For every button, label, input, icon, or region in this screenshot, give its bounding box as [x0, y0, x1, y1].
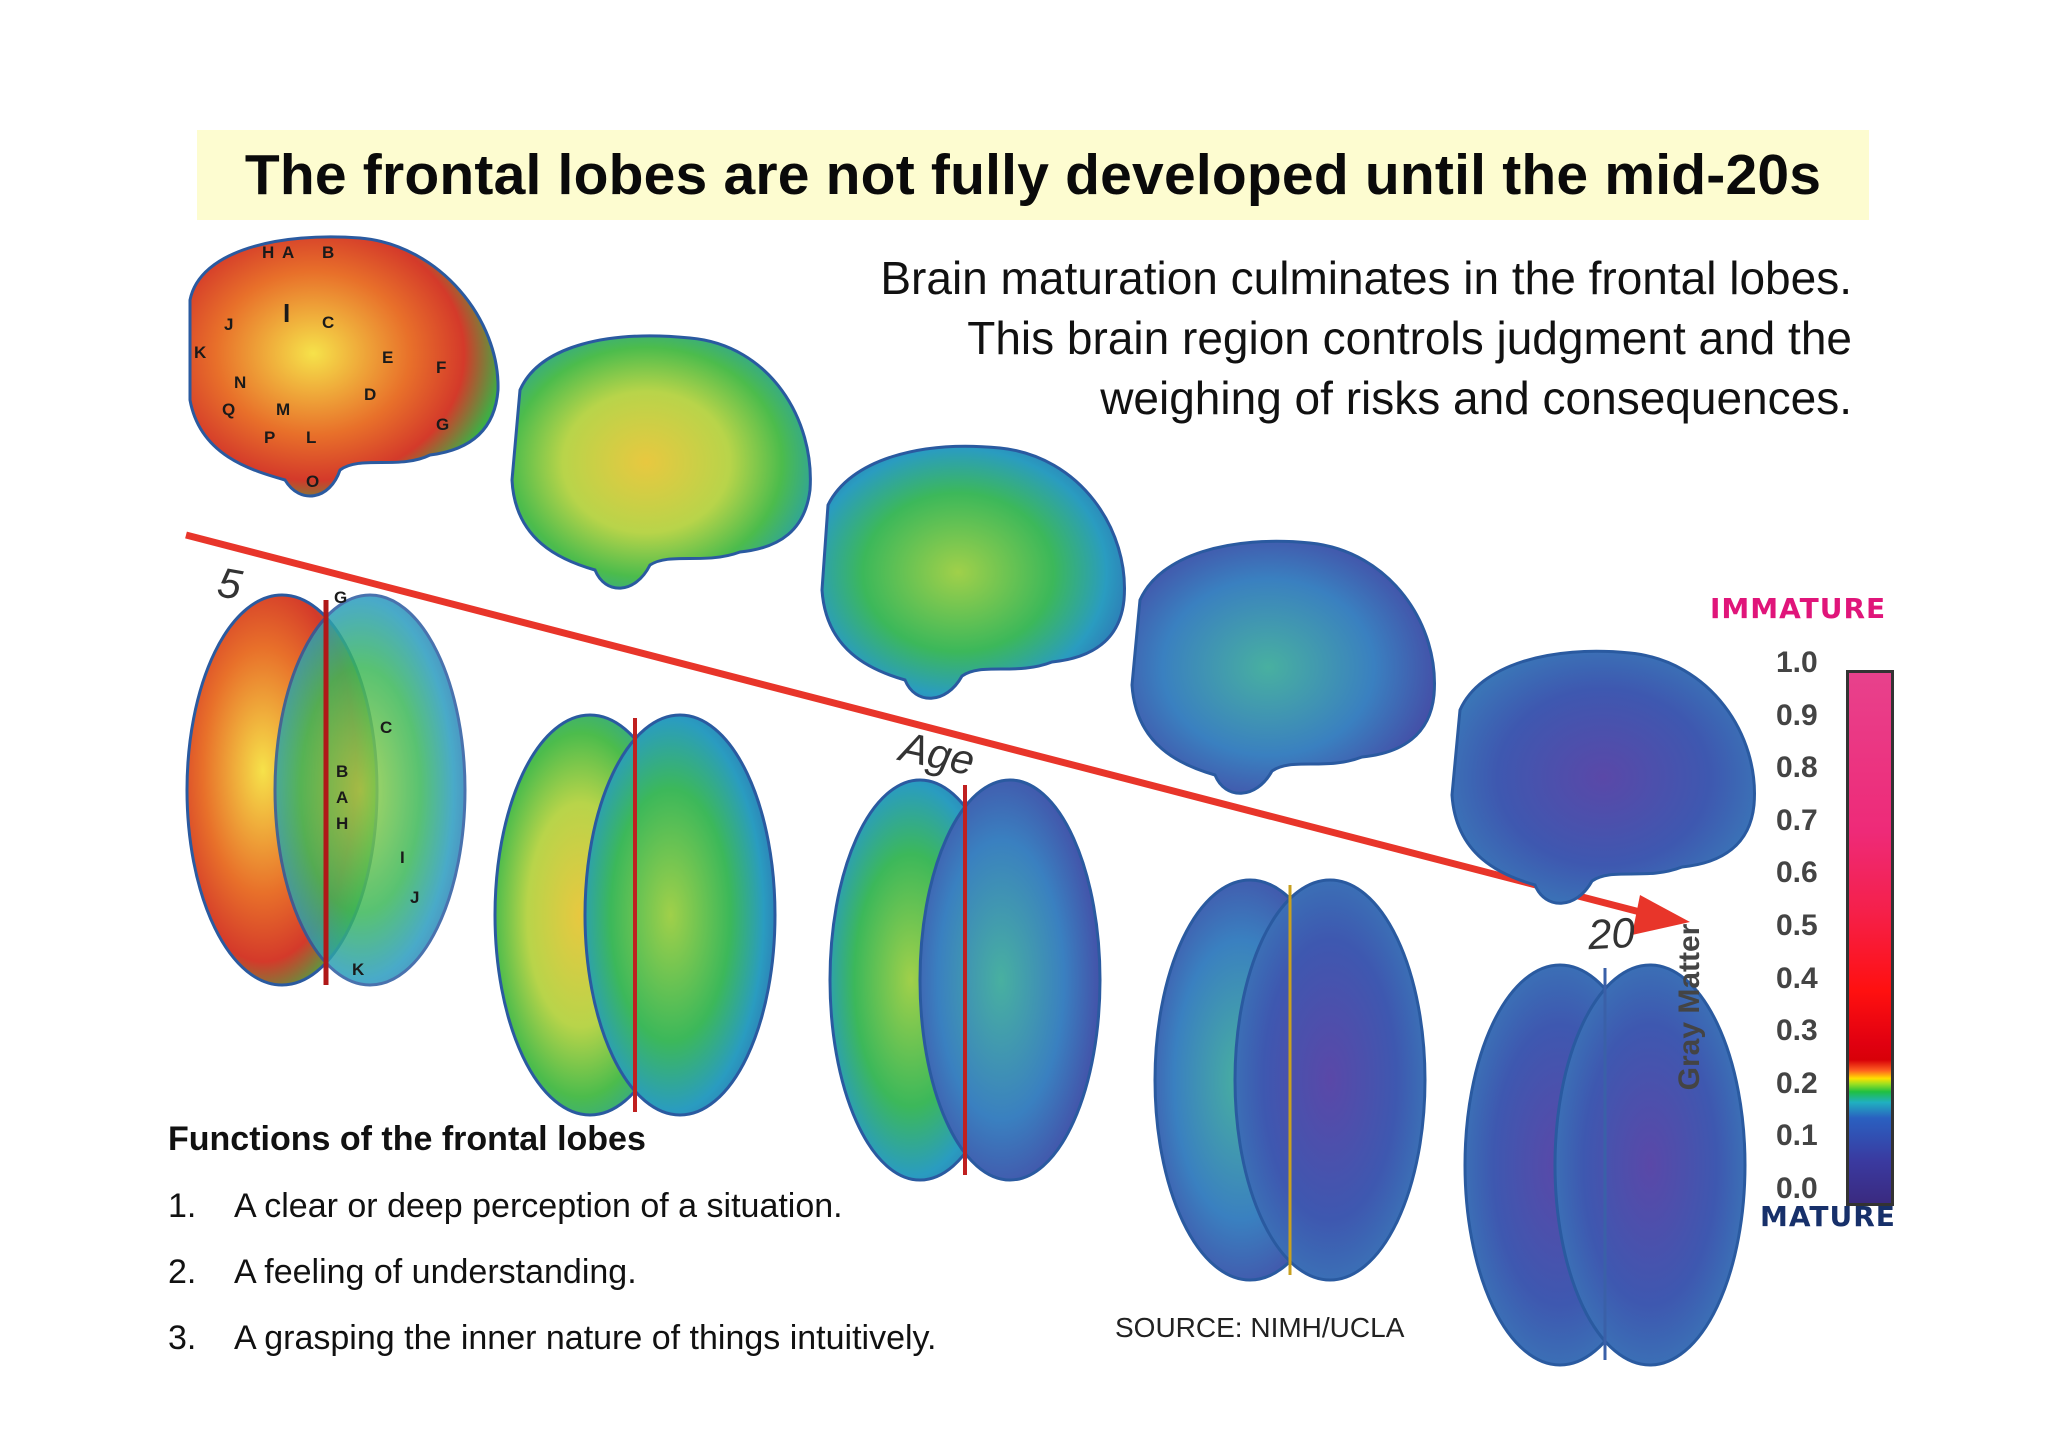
list-item-number: 2.: [168, 1253, 197, 1291]
list-item: 2. A feeling of understanding.: [168, 1239, 1168, 1305]
region-letter: N: [234, 373, 247, 392]
functions-list-block: Functions of the frontal lobes 1. A clea…: [168, 1120, 1168, 1371]
region-letter: A: [336, 788, 349, 807]
subtitle-line-1: Brain maturation culminates in the front…: [880, 252, 1852, 304]
legend-tick: 0.4: [1776, 961, 1818, 995]
legend-tick: 0.8: [1776, 751, 1818, 785]
top-brain-1: [185, 593, 467, 987]
region-letter: H: [262, 243, 275, 262]
list-item-text: A grasping the inner nature of things in…: [234, 1319, 937, 1357]
region-letter: M: [276, 400, 291, 419]
legend-tick: 0.7: [1776, 803, 1818, 837]
legend-immature-label: IMMATURE: [1710, 592, 1887, 625]
lateral-brain-3: [820, 444, 1126, 700]
region-letter: J: [224, 315, 234, 334]
region-letter: B: [336, 762, 349, 781]
top-brain-3: [828, 778, 1102, 1182]
region-letter: P: [264, 428, 276, 447]
region-letter: G: [334, 588, 348, 607]
age-arrow-head: [1632, 895, 1690, 935]
lateral-brain-1: [188, 235, 500, 498]
functions-heading: Functions of the frontal lobes: [168, 1120, 646, 1158]
legend-tick: 0.9: [1776, 698, 1818, 732]
legend-tick: 0.2: [1776, 1066, 1818, 1100]
region-letter: O: [306, 472, 320, 491]
functions-list: 1. A clear or deep perception of a situa…: [168, 1173, 1168, 1371]
source-credit: SOURCE: NIMH/UCLA: [1115, 1312, 1405, 1343]
legend-mature-label: MATURE: [1760, 1200, 1896, 1233]
list-item: 3. A grasping the inner nature of things…: [168, 1305, 1168, 1371]
region-letter: F: [436, 358, 447, 377]
region-letter: G: [436, 415, 450, 434]
top-brain-4: [1153, 878, 1427, 1282]
lateral-brain-5: [1450, 649, 1756, 905]
list-item: 1. A clear or deep perception of a situa…: [168, 1173, 1168, 1239]
region-letter: C: [322, 313, 335, 332]
title-band: The frontal lobes are not fully develope…: [197, 130, 1869, 220]
region-letter: Q: [222, 400, 236, 419]
age-arrow-line: [185, 531, 1641, 916]
subtitle-line-3: weighing of risks and consequences.: [1100, 372, 1852, 424]
gray-matter-color-scale: [1846, 670, 1894, 1206]
region-letter: I: [400, 848, 405, 867]
page-title: The frontal lobes are not fully develope…: [244, 143, 1822, 207]
region-letter: H: [336, 814, 349, 833]
region-letter: E: [382, 348, 394, 367]
region-letter: K: [194, 343, 207, 362]
legend-tick: 0.5: [1776, 908, 1818, 942]
lateral-brain-2: [510, 334, 812, 590]
list-item-text: A feeling of understanding.: [234, 1253, 637, 1291]
region-letter: D: [364, 385, 377, 404]
region-letter: I: [283, 298, 291, 328]
legend-tick: 0.3: [1776, 1014, 1818, 1048]
region-letter: A: [282, 243, 295, 262]
legend-axis-label: Gray Matter: [1673, 923, 1706, 1091]
legend-tick: 1.0: [1776, 646, 1818, 679]
subtitle-line-2: This brain region controls judgment and …: [967, 312, 1852, 364]
top-brain-5: [1463, 963, 1747, 1367]
legend-tick: 0.1: [1776, 1119, 1818, 1153]
region-letter: B: [322, 243, 335, 262]
region-letter: C: [380, 718, 393, 737]
list-item-text: A clear or deep perception of a situatio…: [234, 1187, 843, 1225]
region-letter: L: [306, 428, 317, 447]
top-brain-2: [493, 713, 777, 1117]
legend-tick: 0.0: [1776, 1171, 1818, 1205]
region-letter: K: [352, 960, 365, 979]
legend-ticks: 1.0 0.9 0.8 0.7 0.6 0.5 0.4 0.3 0.2 0.1 …: [1776, 648, 1818, 1227]
list-item-number: 3.: [168, 1319, 197, 1357]
subtitle: Brain maturation culminates in the front…: [752, 248, 1852, 428]
legend-tick: 0.6: [1776, 856, 1818, 890]
age-end-label: 20: [1586, 908, 1636, 959]
region-letter: J: [410, 888, 420, 907]
list-item-number: 1.: [168, 1187, 197, 1225]
lateral-brain-4: [1130, 539, 1436, 795]
